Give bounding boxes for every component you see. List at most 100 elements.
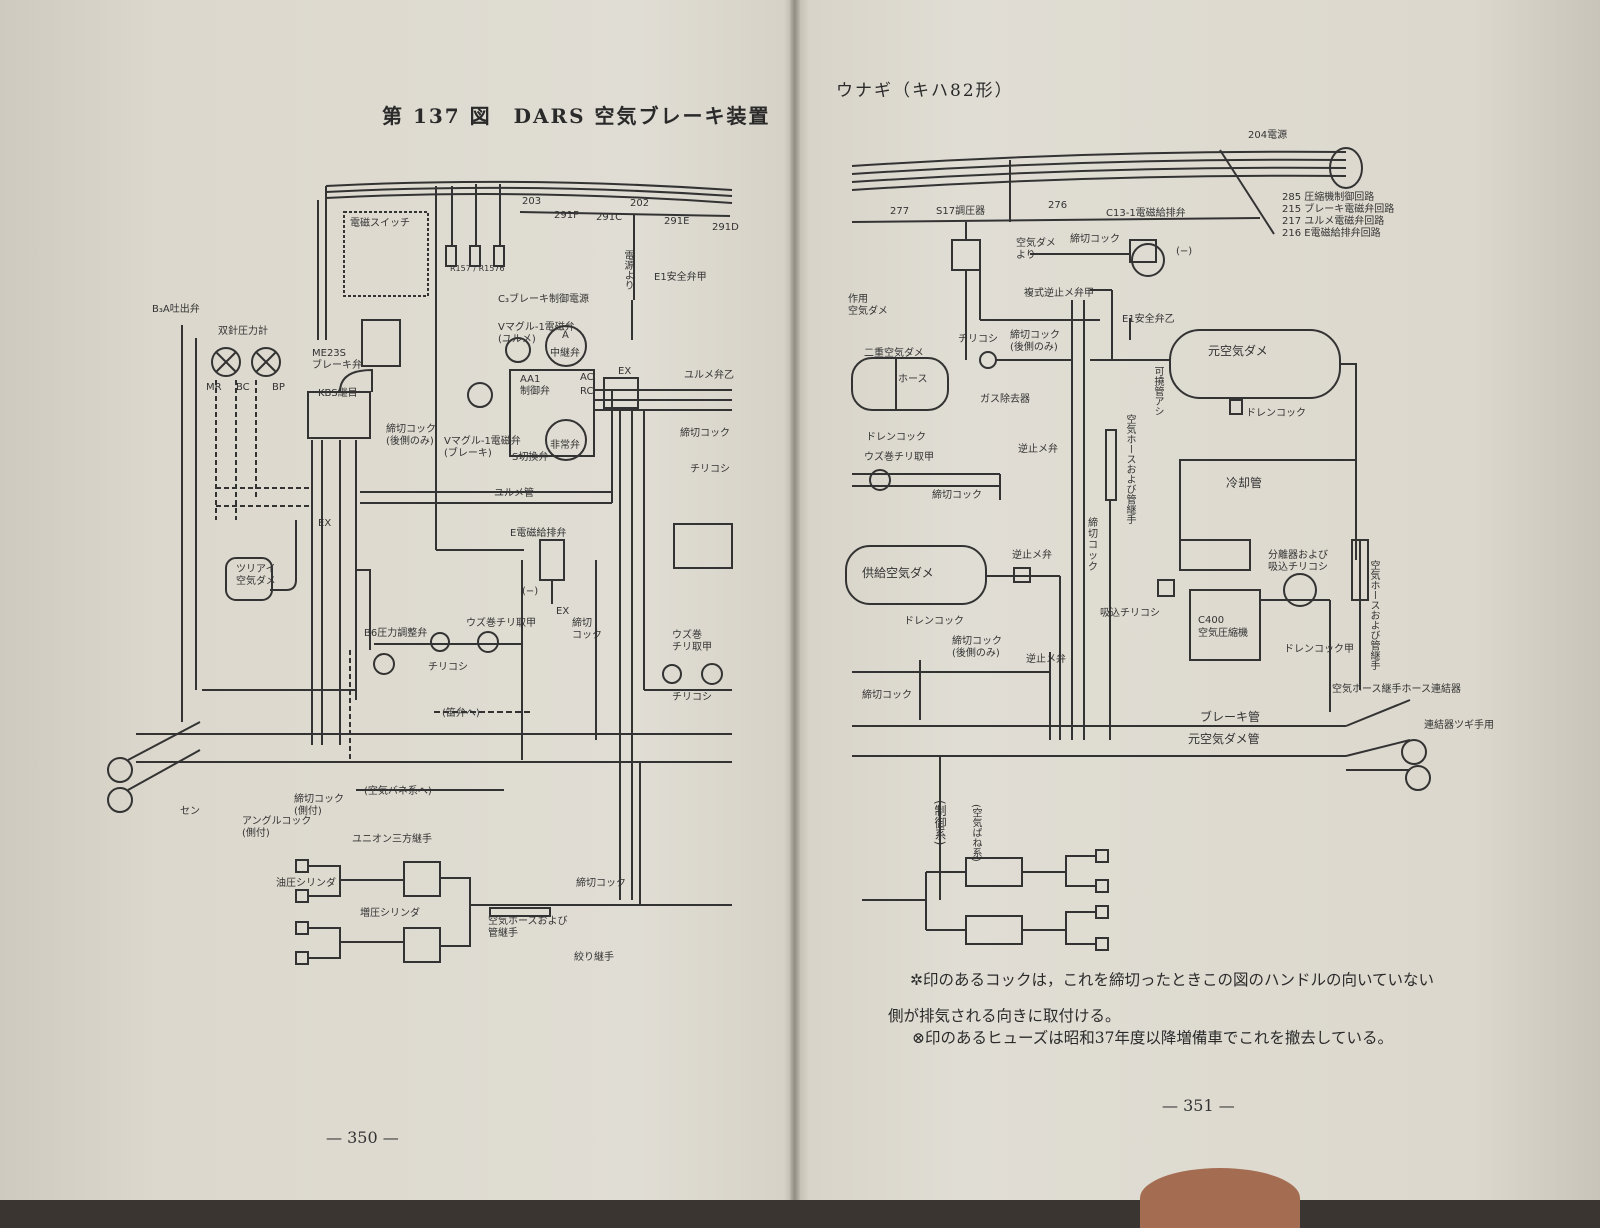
label-conn-side: 連結器ツギ手用 (1424, 720, 1494, 731)
label-c217: 217 ユルメ電磁弁回路 (1282, 216, 1385, 227)
label-v-magnet-2: Vマグル-1電磁弁 (ブレーキ) (444, 436, 521, 459)
label-aa1: AA1 制御弁 (520, 374, 550, 397)
b6-regulator (373, 653, 395, 675)
label-b6: B6圧力調整弁 (364, 628, 428, 639)
label-union-3way: ユニオン三方継手 (352, 834, 432, 845)
label-277: 277 (890, 206, 910, 217)
emergency-valve (545, 419, 587, 461)
label-check-2: 逆止メ弁 (1018, 444, 1058, 455)
label-air-spring: (空気バネ系へ) (364, 786, 432, 797)
label-minus: (−) (522, 586, 539, 597)
whirl-strainer-1 (477, 631, 499, 653)
strainer-r (979, 351, 997, 369)
label-me23s: ME23S ブレーキ弁 (312, 348, 362, 371)
label-cutout-cock: 締切コック (680, 428, 730, 439)
e-magnet-valve (539, 539, 565, 581)
label-relay-valve: 中継弁 (550, 348, 580, 359)
aa1-control-valve (509, 369, 595, 457)
label-hose-vert: 空気ホースおよび管継手 (1368, 560, 1379, 670)
left-wire-top-3 (325, 193, 733, 204)
label-drain-4: ドレンコック甲 (1284, 644, 1354, 655)
right-wire-4 (851, 174, 1347, 191)
label-e-magnet: E電磁給排弁 (510, 528, 567, 539)
label-fuse-291d: 291D (712, 222, 739, 233)
label-c216: 216 E電磁給排弁回路 (1282, 228, 1381, 239)
label-cutout-v: 締 切 コ ッ ク (1088, 518, 1098, 573)
label-strainer-2: チリコシ (428, 662, 468, 673)
label-e1-safety: E1安全弁甲 (654, 272, 707, 283)
label-e1: E1安全弁乙 (1122, 314, 1175, 325)
label-cutout-cock-v: 締切 コック (572, 618, 602, 641)
label-whirl-r: ウズ巻チリ取甲 (864, 452, 934, 463)
label-fuse-291e: 291E (664, 216, 690, 227)
label-drain-3: ドレンコック (904, 616, 964, 627)
gauge-left (211, 347, 241, 377)
label-cutout-rear: 締切コック (後側のみ) (386, 424, 436, 447)
label-bc: BC (236, 382, 250, 393)
label-brake-switch: 電磁スイッチ (350, 218, 410, 229)
strainer-1 (430, 632, 450, 652)
fuse-2 (469, 245, 481, 267)
label-rc-codes: R157 / R1576 (450, 264, 505, 273)
separator (1283, 573, 1317, 607)
switch-box (343, 211, 429, 297)
v-magnet-valve-2 (467, 382, 493, 408)
note-line-1: ✲印のあるコックは，これを締切ったときこの図のハンドルの向いていない (910, 971, 1435, 989)
label-relay-tank: ツリアイ 空気ダメ (236, 564, 276, 587)
label-intake: 吸込チリコシ (1100, 608, 1160, 619)
label-rc: RC (580, 386, 594, 397)
label-duplex-gauge: 双針圧力計 (218, 326, 268, 337)
label-276: 276 (1048, 200, 1068, 211)
main-tank (1169, 329, 1341, 399)
label-mr: MR (206, 382, 222, 393)
label-supply-tank: 供給空気ダメ (862, 566, 934, 580)
label-pipe: 空気ホースおよび管継手 (1124, 414, 1135, 524)
label-s-cutout: S切換弁 (512, 452, 549, 463)
relay-tank (225, 557, 273, 601)
fuse-3 (493, 245, 505, 267)
label-from-main: 空気ダメ より (1016, 238, 1056, 261)
label-emergency-valve: 非常弁 (550, 440, 580, 451)
label-cutout-c4: 締切コック (862, 690, 912, 701)
gauge-right (251, 347, 281, 377)
label-from-aux: 作用 空気ダメ (848, 294, 888, 317)
label-cutout-side: 締切コック (側付) (294, 794, 344, 817)
c13-valve (1131, 243, 1165, 277)
label-main-tank: 元空気ダメ (1208, 344, 1268, 358)
label-angle-cock: アングルコック (側付) (242, 816, 312, 839)
control-cylinder-2 (965, 915, 1023, 945)
label-cutout-c3: 締切コック (後側のみ) (952, 636, 1002, 659)
right-wire-2 (851, 158, 1347, 175)
label-flexible: 可撓管アシ (1152, 366, 1163, 416)
label-strainer-3: チリコシ (672, 692, 712, 703)
label-main-pipe: 元空気ダメ管 (1188, 732, 1260, 746)
note-line-3: ⊗印のあるヒューズは昭和37年度以降増備車でこれを撤去している。 (912, 1029, 1393, 1047)
v-magnet-valve-1 (505, 337, 531, 363)
page-number-left: — 350 — (326, 1128, 399, 1147)
s17-regulator (951, 239, 981, 271)
booster-cylinder-2 (403, 927, 441, 963)
label-c13: C13-1電磁給排弁 (1106, 208, 1186, 219)
right-wire-1 (851, 150, 1347, 167)
figure-title: 第 137 図 DARS 空気ブレーキ装置 (382, 104, 771, 128)
wire-bundle (1329, 147, 1363, 189)
label-release-pipe: ユルメ管 (494, 488, 534, 499)
air-compressor (1189, 589, 1261, 661)
label-check-valve-c: 複式逆止メ弁甲 (1024, 288, 1094, 299)
book-gutter (790, 0, 800, 1200)
brake-diagram (0, 0, 1600, 1200)
label-fuse-291f: 291F (554, 210, 579, 221)
double-tank (851, 357, 949, 411)
label-cutout-c2: 締切コック (932, 490, 982, 501)
label-release-valve: ユルメ弁乙 (684, 370, 734, 381)
label-minus-r: (−) (1176, 246, 1193, 257)
label-hose: 空気ホースおよび 管継手 (488, 916, 568, 939)
relay-valve (545, 325, 587, 367)
label-s17: S17調圧器 (936, 206, 986, 217)
label-booster-cylinder: 増圧シリンダ (360, 908, 420, 919)
label-cock-t: セン (180, 806, 200, 817)
left-wire-top-2 (325, 186, 733, 197)
label-gas-sep: ガス除去器 (980, 394, 1030, 405)
whirl-strainer-2 (701, 663, 723, 685)
